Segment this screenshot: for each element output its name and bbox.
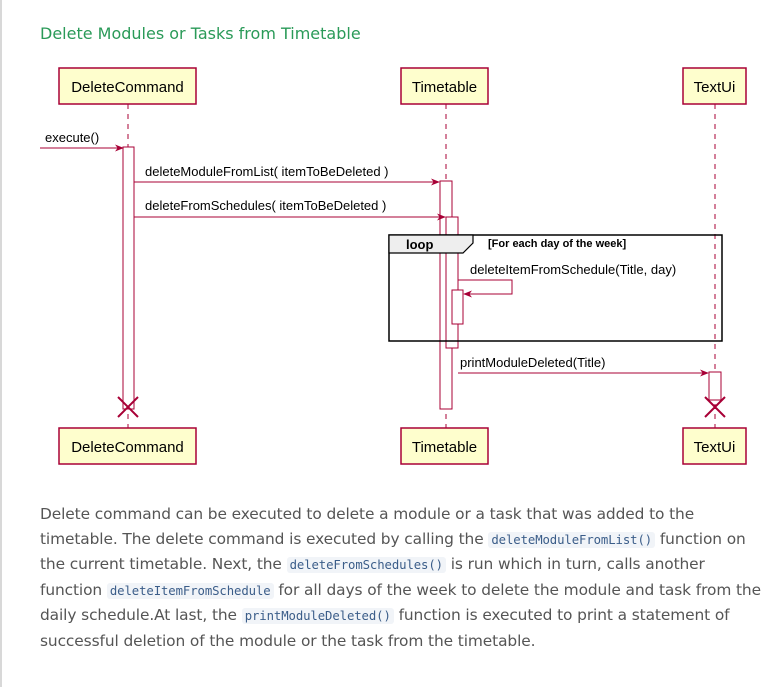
participant-textui-top: TextUi: [682, 67, 747, 105]
inline-code: printModuleDeleted(): [241, 608, 394, 624]
destroy-mark-deletecommand: [117, 396, 139, 418]
participant-label: Timetable: [412, 439, 477, 456]
destroy-mark-textui: [704, 396, 726, 418]
message-execute-label: execute(): [45, 130, 99, 145]
message-printmoduledeleted-label: printModuleDeleted(Title): [460, 355, 605, 370]
inline-code: deleteFromSchedules(): [286, 557, 446, 573]
message-deletefromschedules-label: deleteFromSchedules( itemToBeDeleted ): [145, 198, 386, 213]
inline-code: deleteItemFromSchedule: [106, 582, 274, 599]
description-text: function on the current timetable. Next,…: [40, 529, 746, 574]
left-border: [0, 0, 2, 687]
participant-label: DeleteCommand: [71, 439, 184, 456]
message-deleteitemfromschedule-arrow: [458, 279, 513, 298]
activation-deletecommand: [122, 146, 135, 410]
description-text: for all days of the week to delete the m…: [40, 580, 761, 625]
loop-frame: [388, 234, 723, 342]
participant-label: TextUi: [694, 439, 736, 456]
loop-tab: [388, 234, 474, 254]
message-deleteitemfromschedule-label: deleteItemFromSchedule(Title, day): [470, 262, 676, 277]
activation-textui: [708, 371, 722, 401]
participant-label: DeleteCommand: [71, 79, 184, 96]
loop-condition: [For each day of the week]: [488, 238, 626, 250]
participant-timetable-bottom: Timetable: [400, 427, 489, 465]
description-text: Delete command can be executed to delete…: [40, 505, 695, 548]
message-deletemodulefromlist-label: deleteModuleFromList( itemToBeDeleted ): [145, 164, 389, 179]
activation-timetable-3: [451, 289, 464, 325]
inline-code: deleteModuleFromList(): [488, 531, 656, 548]
participant-textui-bottom: TextUi: [682, 427, 747, 465]
description-text: function is executed to print a statemen…: [40, 606, 730, 650]
description-text: is run which in turn, calls another func…: [40, 555, 705, 599]
description-paragraph: Delete command can be executed to delete…: [40, 502, 762, 653]
participant-deletecommand-top: DeleteCommand: [58, 67, 197, 105]
loop-keyword: loop: [406, 237, 433, 252]
participant-deletecommand-bottom: DeleteCommand: [58, 427, 197, 465]
participant-label: Timetable: [412, 79, 477, 96]
section-title: Delete Modules or Tasks from Timetable: [40, 24, 361, 43]
participant-timetable-top: Timetable: [400, 67, 489, 105]
sequence-diagram: loop [For each day of the week] execute(…: [40, 67, 747, 465]
participant-label: TextUi: [694, 79, 736, 96]
